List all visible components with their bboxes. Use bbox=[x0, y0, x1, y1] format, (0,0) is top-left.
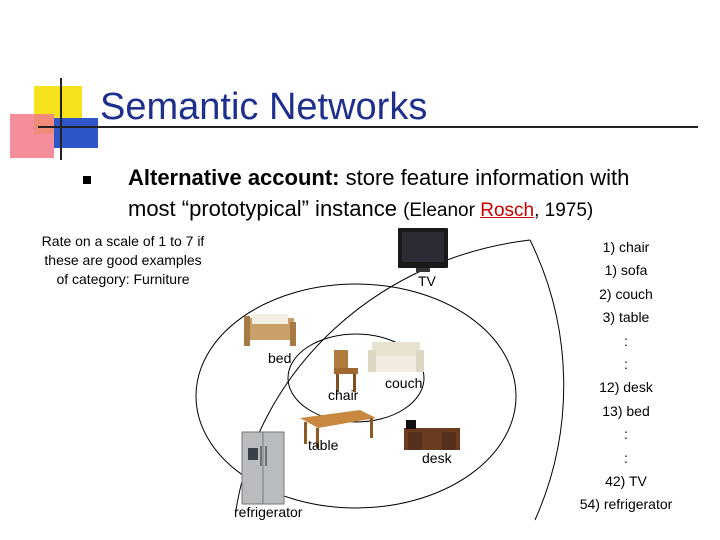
label-desk: desk bbox=[422, 450, 452, 466]
rating-instruction: Rate on a scale of 1 to 7 if these are g… bbox=[12, 232, 234, 289]
desk-icon bbox=[404, 420, 460, 450]
ranking-item: 54) refrigerator bbox=[579, 496, 673, 513]
label-couch: couch bbox=[385, 375, 423, 391]
outer-ring-right bbox=[529, 239, 565, 521]
ranking-item: : bbox=[624, 426, 628, 443]
slide-title: Semantic Networks bbox=[100, 86, 428, 128]
ranking-item: 12) desk bbox=[599, 379, 653, 396]
instruction-line-3b: : Furniture bbox=[125, 271, 190, 287]
ranking-item: : bbox=[624, 356, 628, 373]
bed-icon bbox=[244, 314, 296, 346]
ranking-item: 1) sofa bbox=[604, 262, 648, 279]
refrigerator-icon bbox=[241, 431, 285, 505]
label-chair: chair bbox=[328, 387, 359, 403]
ranking-item: 1) chair bbox=[602, 239, 650, 255]
ranking-item: : bbox=[624, 332, 628, 349]
rosch-link[interactable]: Rosch bbox=[480, 200, 535, 221]
ranking-item: 13) bed bbox=[602, 402, 650, 419]
ranking-list: 1) chair 1) sofa 2) couch 3) table : : 1… bbox=[566, 236, 686, 517]
ranking-item: 42) TV bbox=[605, 473, 647, 490]
inner-ring bbox=[287, 333, 425, 423]
bullet-line-1: Alternative account: store feature infor… bbox=[128, 165, 629, 191]
instruction-line-2: these are good examples bbox=[44, 252, 202, 268]
ranking-item: 2) couch bbox=[599, 285, 653, 302]
couch-icon bbox=[368, 342, 424, 372]
label-refrigerator: refrigerator bbox=[234, 504, 303, 520]
bullet-line-1-rest: store feature information with bbox=[339, 165, 630, 190]
tv-icon bbox=[398, 228, 448, 272]
decor-vertical-line bbox=[60, 78, 62, 160]
decor-red-square bbox=[10, 114, 54, 158]
instruction-line-1: Rate on a scale of 1 to 7 if bbox=[41, 233, 205, 249]
label-tv: TV bbox=[418, 273, 436, 289]
ranking-item: 3) table bbox=[602, 309, 650, 326]
label-table: table bbox=[308, 437, 339, 453]
middle-ring bbox=[195, 283, 517, 509]
label-bed: bed bbox=[268, 350, 292, 366]
citation-author: (Eleanor bbox=[403, 200, 481, 221]
instruction-line-3a: of category bbox=[56, 271, 126, 287]
instruction-line-3: of category: Furniture bbox=[12, 270, 234, 289]
table-icon bbox=[300, 410, 376, 448]
chair-icon bbox=[334, 350, 358, 392]
bullet-line-2: most “prototypical” instance (Eleanor Ro… bbox=[128, 196, 593, 222]
bullet-line-2-text: most “prototypical” instance bbox=[128, 196, 404, 221]
citation: (Eleanor Rosch, 1975) bbox=[403, 200, 593, 221]
title-underline bbox=[38, 126, 698, 128]
bullet-square-icon bbox=[83, 176, 91, 184]
citation-year: , 1975) bbox=[534, 200, 594, 221]
ranking-item: : bbox=[624, 449, 628, 466]
bullet-bold-lead: Alternative account: bbox=[128, 165, 340, 190]
